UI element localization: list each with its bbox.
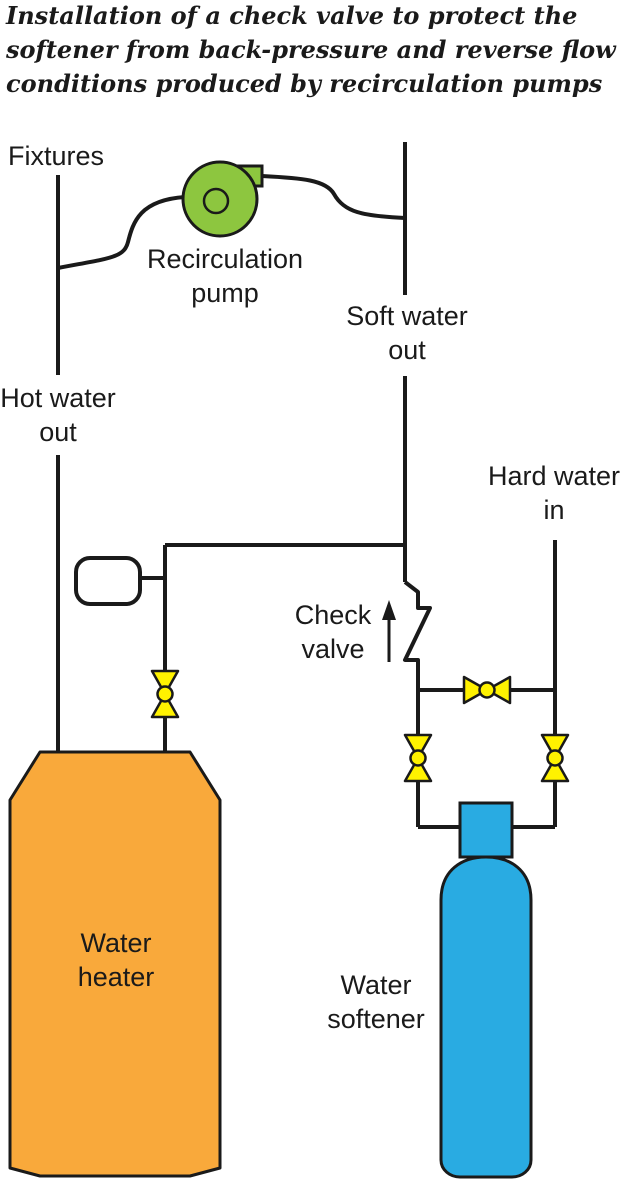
- softener-tank: [439, 855, 533, 1179]
- check-valve-zigzag: [403, 580, 432, 670]
- flow-direction-arrow-icon: [382, 600, 396, 662]
- recirc-return-pipe: [57, 195, 186, 270]
- label-valve: valve: [301, 634, 364, 664]
- label-recirculation: Recirculation: [147, 244, 303, 274]
- expansion-tank: [74, 556, 142, 606]
- label-hard-in: in: [543, 495, 564, 525]
- title-line-2: softener from back-pressure and reverse …: [6, 35, 616, 64]
- pump-impeller: [202, 187, 230, 215]
- label-hard-water: Hard water: [488, 461, 620, 491]
- title-line-1: Installation of a check valve to protect…: [6, 1, 578, 30]
- label-soft-out: out: [388, 335, 426, 365]
- label-fixtures: Fixtures: [8, 141, 104, 171]
- bypass-valve: [462, 675, 512, 705]
- label-softener: softener: [327, 1004, 425, 1034]
- water-heater: [8, 750, 222, 1178]
- label-pump: pump: [191, 278, 259, 308]
- pipes: [56, 142, 557, 829]
- label-heater: heater: [78, 962, 155, 992]
- recirculation-pump: [181, 160, 264, 238]
- softener-outlet-valve: [403, 733, 433, 783]
- valves: [150, 669, 570, 783]
- label-heater-water: Water: [80, 928, 151, 958]
- label-softener-water: Water: [340, 970, 411, 1000]
- heater-inlet-valve: [150, 669, 180, 719]
- label-hot-water: Hot water: [0, 383, 116, 413]
- label-check: Check: [295, 600, 372, 630]
- softener-inlet-valve: [540, 733, 570, 783]
- title-line-3: conditions produced by recirculation pum…: [6, 69, 603, 98]
- label-hot-out: out: [39, 417, 77, 447]
- label-soft-water: Soft water: [346, 301, 468, 331]
- softener-control-head: [458, 801, 514, 859]
- recirc-supply-pipe: [261, 174, 406, 220]
